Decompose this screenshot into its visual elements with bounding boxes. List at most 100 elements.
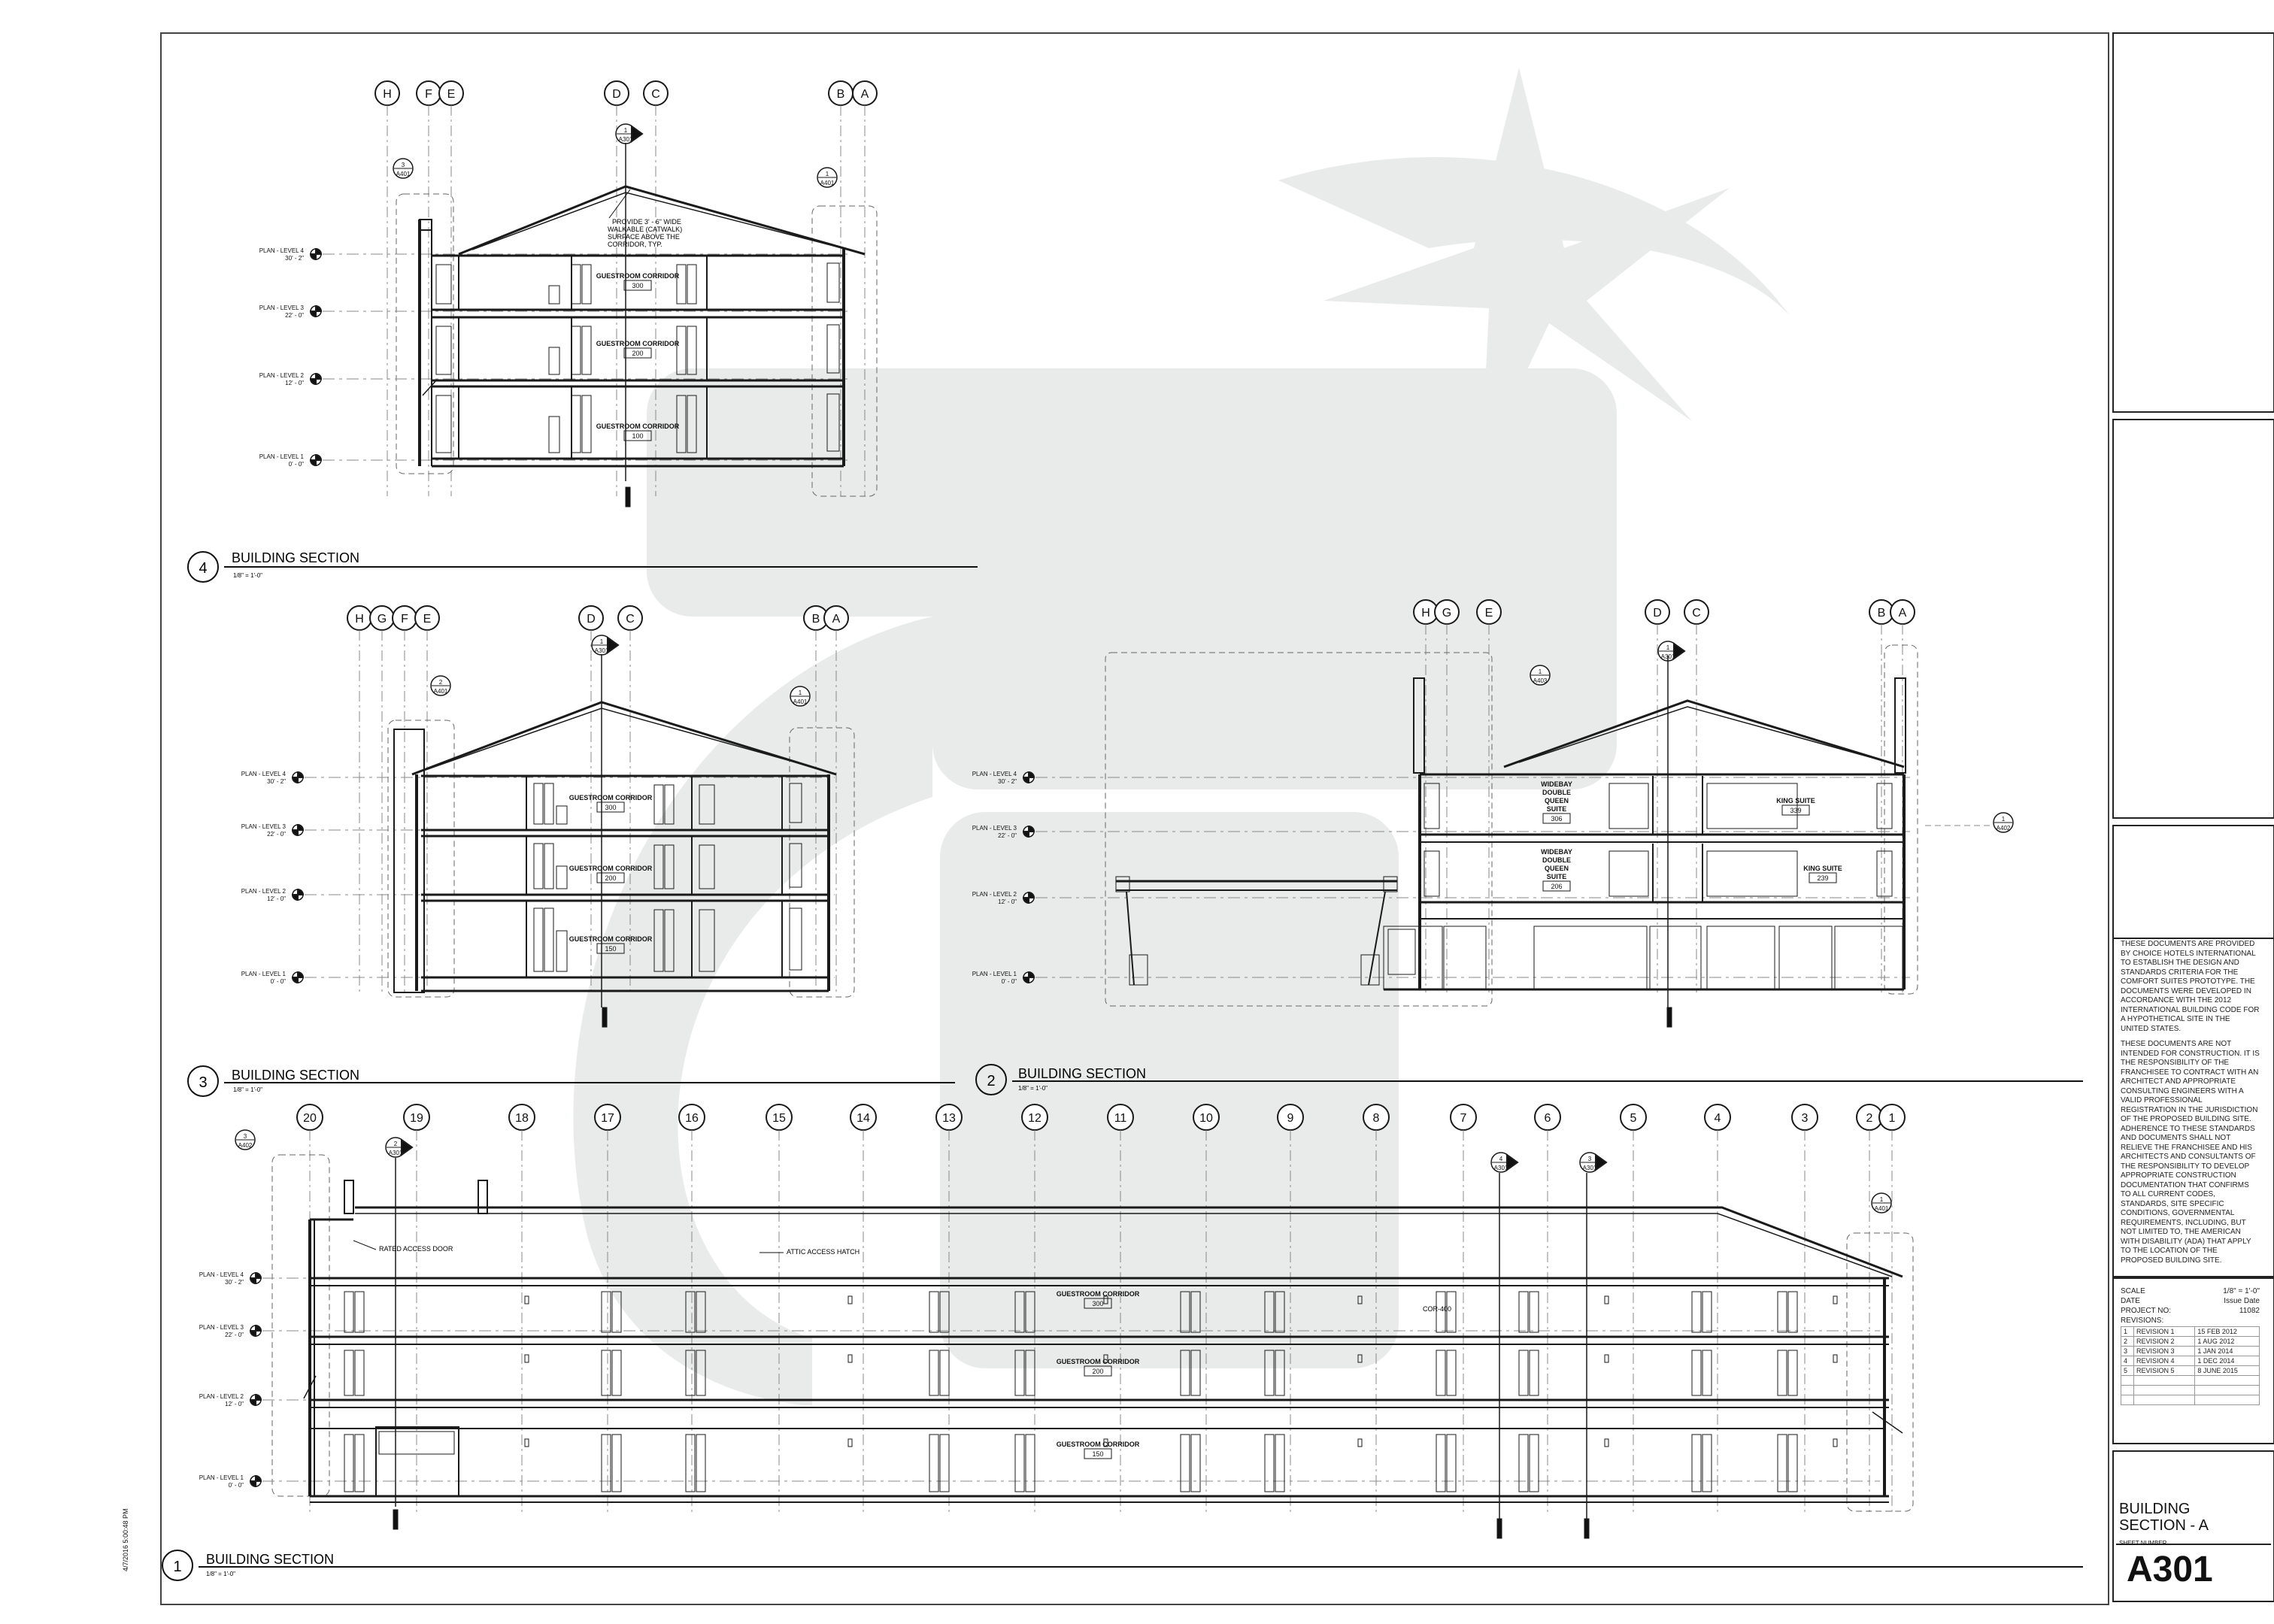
level-marker-fill bbox=[309, 253, 317, 261]
light-fixture bbox=[524, 1438, 529, 1447]
room-wall bbox=[1383, 926, 1443, 990]
room-number: 300 bbox=[605, 804, 616, 811]
door bbox=[1264, 1434, 1275, 1492]
level-elevation: 0' - 0" bbox=[1002, 978, 1017, 985]
callout-sheet: A402 bbox=[238, 1142, 253, 1149]
room-name: GUESTROOM CORRIDOR bbox=[569, 935, 653, 943]
grid-label: 9 bbox=[1287, 1112, 1294, 1125]
grid-label: 6 bbox=[1545, 1112, 1551, 1125]
room-name: GUESTROOM CORRIDOR bbox=[596, 340, 680, 347]
door bbox=[1518, 1350, 1529, 1396]
door bbox=[611, 1291, 622, 1333]
section-scale: 1/8" = 1'-0" bbox=[233, 572, 262, 579]
door bbox=[344, 1350, 354, 1396]
room-wall bbox=[1706, 850, 1798, 897]
revision-cell: REVISION 2 bbox=[2133, 1336, 2196, 1347]
door bbox=[533, 843, 544, 889]
door bbox=[664, 909, 675, 972]
room-number-box bbox=[596, 872, 625, 883]
callout-arrow bbox=[1673, 642, 1686, 660]
sheet-name-line: BUILDING bbox=[2119, 1501, 2191, 1517]
light-fixture bbox=[1833, 1354, 1838, 1363]
level-name: PLAN - LEVEL 1 bbox=[199, 1474, 244, 1481]
light-fixture bbox=[1833, 1295, 1838, 1304]
notes-paragraph: THESE DOCUMENTS ARE NOT INTENDED FOR CON… bbox=[2121, 1040, 2260, 1265]
callout-number: 1 bbox=[600, 638, 604, 645]
room-name: QUEEN bbox=[1545, 797, 1569, 804]
wall bbox=[393, 729, 425, 993]
roof bbox=[1518, 706, 1890, 763]
revision-cell: 1 DEC 2014 bbox=[2194, 1356, 2260, 1366]
callout-arrow bbox=[607, 636, 620, 654]
section-number: 1 bbox=[173, 1559, 181, 1575]
callout-number: 1 bbox=[1666, 644, 1670, 651]
fixture bbox=[548, 347, 560, 375]
callout-number: 3 bbox=[402, 162, 405, 168]
room-number-box bbox=[623, 280, 652, 291]
grid-label: B bbox=[812, 613, 820, 626]
door bbox=[1180, 1291, 1190, 1333]
attic-hatch-note: ATTIC ACCESS HATCH bbox=[787, 1248, 860, 1256]
section-scale: 1/8" = 1'-0" bbox=[206, 1571, 235, 1577]
revision-row-empty bbox=[2121, 1395, 2260, 1405]
light-fixture bbox=[1357, 1438, 1363, 1447]
level-elevation: 22' - 0" bbox=[998, 832, 1017, 839]
level-elevation: 22' - 0" bbox=[225, 1332, 244, 1338]
room-number: 200 bbox=[1092, 1368, 1103, 1375]
door bbox=[1777, 1350, 1787, 1396]
level-marker-fill bbox=[309, 378, 317, 386]
door bbox=[544, 783, 554, 825]
light-fixture bbox=[847, 1438, 853, 1447]
section-title: BUILDING SECTION bbox=[206, 1552, 334, 1567]
level-name: PLAN - LEVEL 3 bbox=[199, 1324, 244, 1331]
section-scale: 1/8" = 1'-0" bbox=[233, 1086, 262, 1093]
room-name: GUESTROOM CORRIDOR bbox=[569, 794, 653, 801]
fixture bbox=[548, 416, 560, 453]
room-number: 200 bbox=[605, 874, 616, 882]
callout-number: 3 bbox=[244, 1133, 247, 1140]
grid-label: 17 bbox=[601, 1112, 614, 1125]
level-name: PLAN - LEVEL 4 bbox=[972, 771, 1017, 777]
room-wall bbox=[1834, 926, 1903, 990]
level-marker-fill bbox=[315, 304, 323, 312]
door bbox=[354, 1434, 365, 1492]
detail-boundary bbox=[1105, 652, 1493, 1007]
door bbox=[344, 1434, 354, 1492]
level-marker-fill bbox=[297, 971, 305, 978]
room-name: SUITE bbox=[1547, 873, 1567, 880]
room-name: WIDEBAY bbox=[1541, 848, 1572, 856]
room-name: QUEEN bbox=[1545, 865, 1569, 872]
level-elevation: 22' - 0" bbox=[285, 312, 304, 319]
door bbox=[544, 843, 554, 889]
grid-label: C bbox=[626, 613, 635, 626]
room-wall bbox=[1443, 926, 1487, 990]
door bbox=[354, 1291, 365, 1333]
door bbox=[939, 1291, 950, 1333]
revision-cell bbox=[2133, 1385, 2196, 1395]
door bbox=[435, 264, 452, 304]
level-elevation: 0' - 0" bbox=[271, 978, 287, 985]
callout-sheet: A403 bbox=[1533, 677, 1548, 684]
level-name: PLAN - LEVEL 3 bbox=[241, 823, 287, 830]
revision-cell bbox=[2121, 1395, 2134, 1405]
level-marker-fill bbox=[315, 372, 323, 380]
parapet bbox=[1894, 677, 1906, 774]
door bbox=[1275, 1434, 1285, 1492]
level-marker-fill bbox=[249, 1330, 256, 1338]
revision-cell: REVISION 4 bbox=[2133, 1356, 2196, 1366]
door bbox=[1529, 1434, 1539, 1492]
light-fixture bbox=[1604, 1295, 1609, 1304]
roof bbox=[355, 1213, 1893, 1277]
room-number: 150 bbox=[605, 945, 616, 953]
callout-number: 1 bbox=[826, 171, 829, 177]
grid-label: D bbox=[1653, 607, 1662, 620]
fixture bbox=[548, 285, 560, 304]
section-title-3: 3 BUILDING SECTION 1/8" = 1'-0" bbox=[187, 1065, 955, 1097]
level-name: PLAN - LEVEL 1 bbox=[972, 971, 1017, 977]
window bbox=[826, 393, 840, 452]
revision-cell: 4 bbox=[2121, 1356, 2134, 1366]
